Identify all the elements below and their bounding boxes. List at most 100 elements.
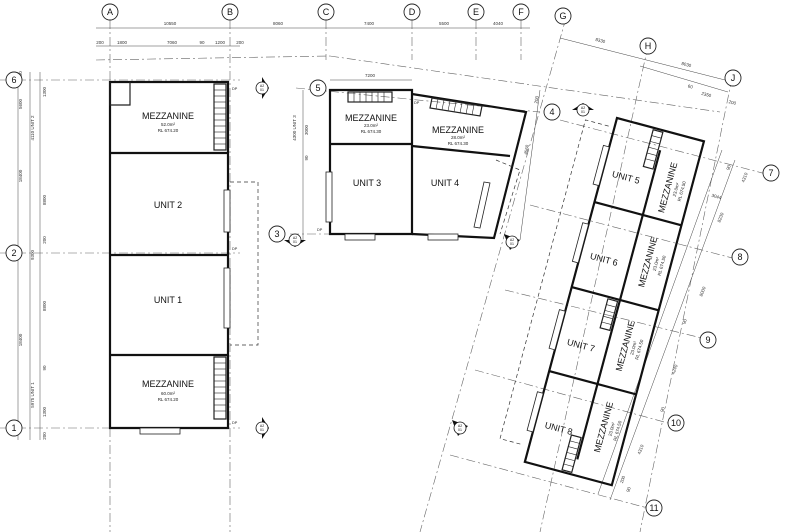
section-marker-6-num: 01	[458, 428, 462, 432]
dim-r11-200: 200	[619, 475, 626, 484]
room-area-mezzanine-bottom-left: 60.0m²	[161, 391, 176, 396]
dimension-labels: 10550 8060 7400 5500 4040 200 1800 7060 …	[18, 21, 749, 493]
grid-bubble-9-circle	[699, 331, 717, 349]
dim-r9-90: 90	[681, 318, 688, 325]
section-marker-4-num: 01	[581, 110, 585, 114]
room-rl-mezzanine-top-left: RL 674.20	[158, 128, 179, 133]
window-unit-4	[427, 233, 459, 241]
dim-a-1200: 1200	[215, 40, 226, 45]
awning-outline-left	[230, 181, 259, 346]
grid-bubble-4: 4	[549, 107, 554, 117]
section-marker-6-ref: A2	[458, 424, 462, 428]
room-name-mezzanine-unit-3: MEZZANINE	[345, 113, 397, 123]
grid-bubble-b: B	[227, 7, 233, 17]
party-wall-units-6-7	[571, 285, 659, 312]
section-marker-2-num: 01	[260, 428, 264, 432]
dim-top-de: 5500	[439, 21, 450, 26]
dp-note-3: DP	[232, 421, 238, 425]
room-area-mezzanine-top-left: 52.0m²	[161, 122, 176, 127]
shopfront-unit-7	[548, 309, 566, 351]
room-area-mezzanine-unit-4: 28.0m²	[451, 135, 466, 140]
grid-bubble-f: F	[518, 7, 524, 17]
dim-left-1300-b: 1300	[42, 406, 47, 417]
grid-bubble-5-circle	[309, 79, 327, 97]
section-marker-5-ref: A2	[510, 238, 514, 242]
dim-top-ab: 10550	[164, 21, 177, 26]
grid-bubble-3-circle	[268, 225, 286, 243]
dim-j-c: 200	[728, 99, 737, 106]
grid-bubble-a: A	[107, 7, 113, 17]
shopfront-unit-4	[473, 181, 491, 229]
dim-left-u1-8800: 8800	[42, 300, 47, 311]
grid-bubble-1: 1	[11, 423, 16, 433]
grid-lines	[0, 17, 771, 532]
building-left: DP DP DP MEZZANINE 52.0m² RL 674.20 UNIT…	[108, 80, 259, 435]
dim-u3-3000: 3000	[304, 124, 309, 135]
stair-notch	[109, 82, 131, 106]
dim-a-1800: 1800	[117, 40, 128, 45]
building-left-outline	[108, 80, 230, 430]
stair-unit-7	[599, 298, 619, 332]
room-name-mezzanine-unit-4: MEZZANINE	[432, 125, 484, 135]
section-marker-5: A2 01	[504, 234, 520, 250]
room-area-mezzanine-unit-7: 23.0m²	[629, 340, 638, 355]
grid-bubble-j: J	[731, 73, 736, 83]
mezzanine-edge-unit-8	[576, 383, 599, 460]
party-wall-units-7-8	[548, 370, 637, 396]
dim-r11-90: 90	[625, 486, 632, 493]
shopfront-unit-6	[571, 222, 590, 264]
window-bottom-left	[139, 427, 181, 435]
grid-bubbles: A B C D E F G H J 6 2 1 5 3 4 7 8 9 1	[5, 3, 780, 517]
section-marker-2: A2 01	[255, 417, 269, 439]
shopfront-unit-5	[592, 144, 610, 187]
section-marker-4: A2 01	[572, 103, 594, 117]
dim-a-7060: 7060	[167, 40, 178, 45]
dim-right-4560: 4560	[523, 144, 530, 155]
room-rl-mezzanine-bottom-left: RL 674.20	[158, 397, 179, 402]
stair-unit-4	[429, 97, 483, 117]
grid-bubble-c-circle	[317, 3, 335, 21]
shopfront-unit-3	[325, 171, 333, 223]
grid-bubble-7: 7	[768, 168, 773, 178]
section-marker-6: A2 01	[452, 420, 468, 436]
mezzanine-edge-unit-4	[411, 144, 511, 158]
dim-a-90: 90	[199, 40, 205, 45]
building-right-outline	[523, 116, 706, 487]
room-name-unit-6: UNIT 6	[589, 251, 619, 268]
dim-r10-4240: 4240	[671, 363, 679, 375]
section-marker-1: A2 01	[255, 77, 269, 99]
room-rl-mezzanine-unit-7: RL 674.50	[634, 339, 644, 361]
room-name-mezzanine-top-left: MEZZANINE	[142, 111, 194, 121]
dim-a-left: 200	[96, 40, 104, 45]
dim-left-1300: 1300	[42, 86, 47, 97]
room-name-unit-3: UNIT 3	[353, 178, 381, 188]
dim-top-ef: 4040	[493, 21, 504, 26]
awning-outline-right	[499, 119, 609, 446]
dim-top-bc: 8060	[273, 21, 284, 26]
stair-unit-3	[347, 91, 393, 103]
section-marker-4-ref: A2	[581, 106, 585, 110]
dp-note-1: DP	[232, 87, 238, 91]
room-area-mezzanine-unit-6: 23.0m²	[652, 256, 661, 271]
dim-r7-4310: 4310	[741, 171, 749, 183]
section-marker-1-num: 01	[260, 88, 264, 92]
grid-bubble-4-circle	[543, 103, 561, 121]
section-marker-2-ref: A2	[260, 424, 264, 428]
mezzanine-edge-unit-7	[596, 299, 622, 385]
grid-bubble-d-circle	[403, 3, 421, 21]
room-rl-mezzanine-unit-3: RL 674.30	[361, 129, 382, 134]
grid-bubble-1-circle	[5, 419, 23, 437]
room-rl-mezzanine-unit-6: RL 674.50	[657, 255, 667, 277]
grid-bubble-j-circle	[724, 69, 742, 87]
dim-r7-3044: 3044	[711, 193, 722, 201]
dim-left-18400-top: 18400	[18, 169, 23, 182]
grid-bubble-h: H	[645, 41, 652, 51]
stair-top-left	[213, 83, 227, 151]
mezzanine-edge-unit-5	[641, 149, 662, 216]
dim-unit3-width: 7200	[365, 73, 376, 78]
section-marker-1-ref: A2	[260, 84, 264, 88]
mezzanine-edge-unit-6	[618, 214, 644, 301]
unit-4-outline	[411, 92, 528, 240]
grid-bubble-6-circle	[5, 71, 23, 89]
room-name-unit-2: UNIT 2	[154, 200, 182, 210]
